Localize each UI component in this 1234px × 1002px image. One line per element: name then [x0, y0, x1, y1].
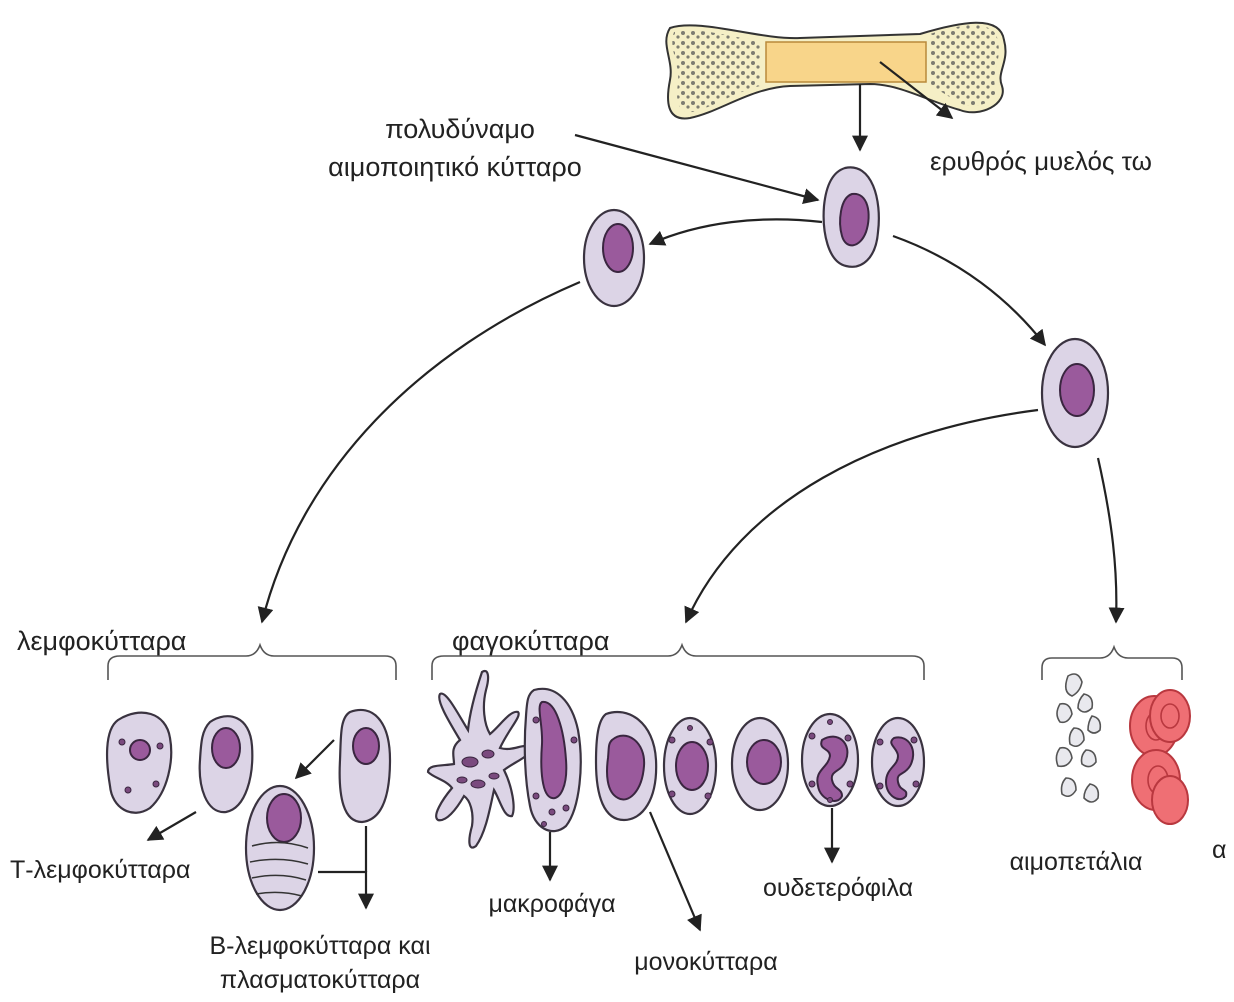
arrow-stem-to-myeloid [893, 236, 1045, 345]
t-lymphocytes-label: Τ-λεμφοκύτταρα [10, 856, 190, 884]
arrow-to-lymphocytes [262, 282, 580, 622]
red-blood-cells [1130, 690, 1190, 824]
arrow-to-platelets [1098, 458, 1116, 622]
arrow-stem-to-lymphoid [650, 219, 822, 244]
macrophage-cell [525, 689, 581, 831]
monocytes-label: μονοκύτταρα [634, 948, 777, 976]
bone-illustration [666, 23, 1005, 119]
bone-marrow-cavity [766, 42, 926, 82]
platelets-label: αιμοπετάλια [1010, 848, 1143, 876]
lymphocyte-cell-3 [340, 710, 390, 822]
stem-cell-label-line1: πολυδύναμο [385, 114, 535, 144]
phagocytes-label: φαγοκύτταρα [452, 626, 609, 656]
arrow-to-phagocytes [686, 410, 1038, 622]
arrow-lymph3-to-plasma [296, 740, 334, 778]
bone-spongy-left [672, 30, 760, 112]
platelets-brace [1042, 647, 1182, 680]
arrow-to-monocytes [650, 812, 700, 930]
neutrophil-cell-2 [872, 718, 924, 806]
platelets-cluster [1056, 674, 1100, 802]
neutrophil-cell-1 [802, 714, 858, 806]
monocyte-cell [596, 712, 656, 820]
lymphocyte-cell-2 [200, 716, 253, 812]
b-lymphocytes-label-line1: Β-λεμφοκύτταρα και [209, 932, 430, 960]
stem-cell [824, 167, 879, 266]
lymphocytes-label: λεμφοκύτταρα [17, 626, 186, 656]
b-lymphocytes-label-line2: πλασματοκύτταρα [220, 966, 420, 994]
macrophage-dendritic-cell [428, 671, 530, 848]
macrophages-label: μακροφάγα [488, 890, 615, 918]
myeloid-progenitor-cell [1042, 339, 1108, 447]
bone-marrow-label: ερυθρός μυελός τω [930, 146, 1152, 176]
granulocyte-cell-2 [732, 718, 788, 810]
lymphoid-progenitor-cell [584, 210, 644, 306]
lymphocyte-cell-1 [107, 713, 171, 813]
stem-cell-label-line2: αιμοποιητικό κύτταρο [328, 152, 582, 182]
erythrocytes-label: α [1212, 836, 1226, 864]
granulocyte-cell-1 [664, 718, 716, 814]
arrow-to-t-lymphocytes [148, 812, 196, 840]
arrow-label-to-stemcell [575, 135, 818, 200]
neutrophils-label: ουδετερόφιλα [763, 874, 913, 902]
arrow-to-b-lymphocytes [318, 872, 366, 908]
plasma-cell [246, 786, 314, 910]
